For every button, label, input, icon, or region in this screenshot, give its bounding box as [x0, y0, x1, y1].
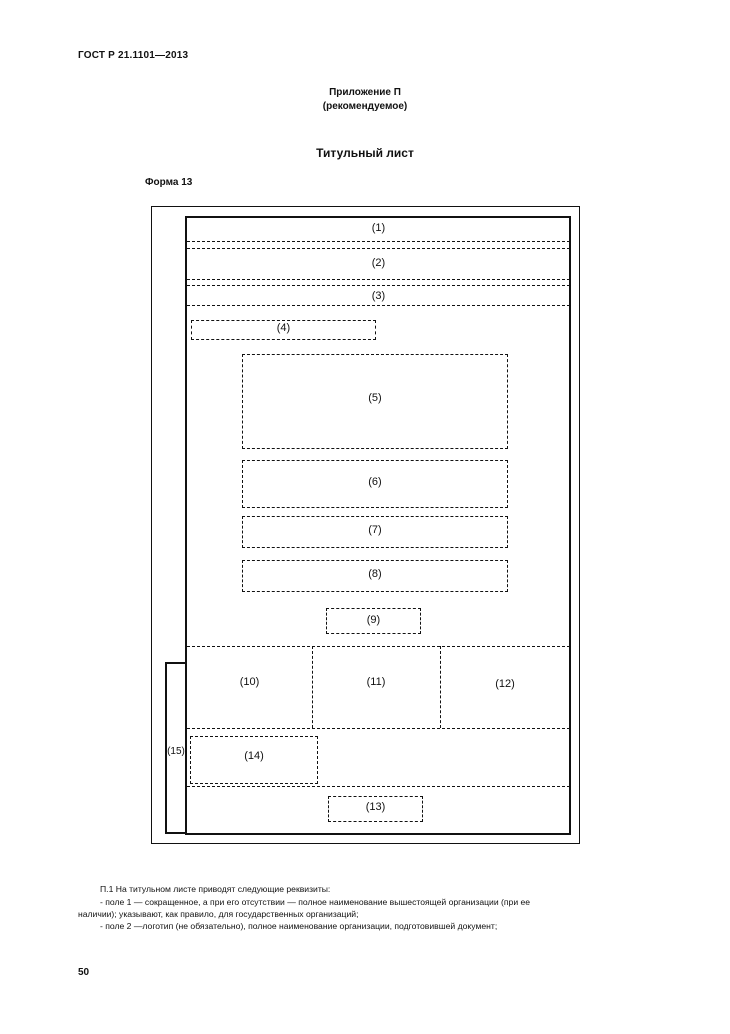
inner-frame: [185, 216, 571, 835]
field-separator: [187, 279, 570, 280]
document-code: ГОСТ Р 21.1101—2013: [78, 50, 189, 61]
field-7-box: [242, 516, 508, 548]
field-14-label: (14): [244, 750, 264, 762]
field-8-label: (8): [368, 568, 382, 580]
field-5-box: [242, 354, 508, 449]
note-field-2-line: - поле 2 —логотип (не обязательно), полн…: [100, 921, 498, 931]
field-7-label: (7): [368, 524, 382, 536]
field-separator: [187, 285, 570, 286]
field-8-box: [242, 560, 508, 592]
sheet-title: Титульный лист: [316, 146, 414, 160]
field-1-label: (1): [371, 222, 386, 234]
field-separator: [187, 248, 570, 249]
field-12-label: (12): [495, 678, 515, 690]
annex-subtitle: (рекомендуемое): [322, 101, 408, 112]
note-paragraph-intro: П.1 На титульном листе приводят следующи…: [100, 884, 331, 894]
field-13-label: (13): [365, 801, 386, 813]
field-separator: [187, 241, 570, 242]
field-divider: [312, 646, 313, 728]
note-field-1-continuation: наличии); указывают, как правило, для го…: [78, 909, 359, 919]
field-14-box: [190, 736, 318, 784]
outer-frame: [151, 206, 580, 844]
field-9-label: (9): [366, 614, 381, 626]
binding-strip: [165, 662, 187, 834]
note-field-1-line: - поле 1 — сокращенное, а при его отсутс…: [100, 897, 531, 907]
field-10-label: (10): [239, 676, 260, 688]
field-separator: [187, 305, 570, 306]
annex-title: Приложение П: [329, 87, 401, 98]
field-4-box: [191, 320, 376, 340]
field-15-label: (15): [167, 746, 185, 757]
field-separator: [187, 646, 570, 647]
field-2-label: (2): [371, 257, 386, 269]
field-4-label: (4): [276, 322, 291, 334]
field-separator: [187, 728, 570, 729]
field-5-label: (5): [368, 392, 382, 404]
field-6-box: [242, 460, 508, 508]
page-number: 50: [78, 967, 90, 978]
field-separator: [187, 786, 570, 787]
field-3-label: (3): [371, 290, 386, 302]
field-9-box: [326, 608, 421, 634]
field-divider: [440, 646, 441, 728]
field-11-label: (11): [366, 676, 386, 688]
field-13-box: [328, 796, 423, 822]
field-6-label: (6): [368, 476, 382, 488]
form-label: Форма 13: [145, 177, 193, 188]
